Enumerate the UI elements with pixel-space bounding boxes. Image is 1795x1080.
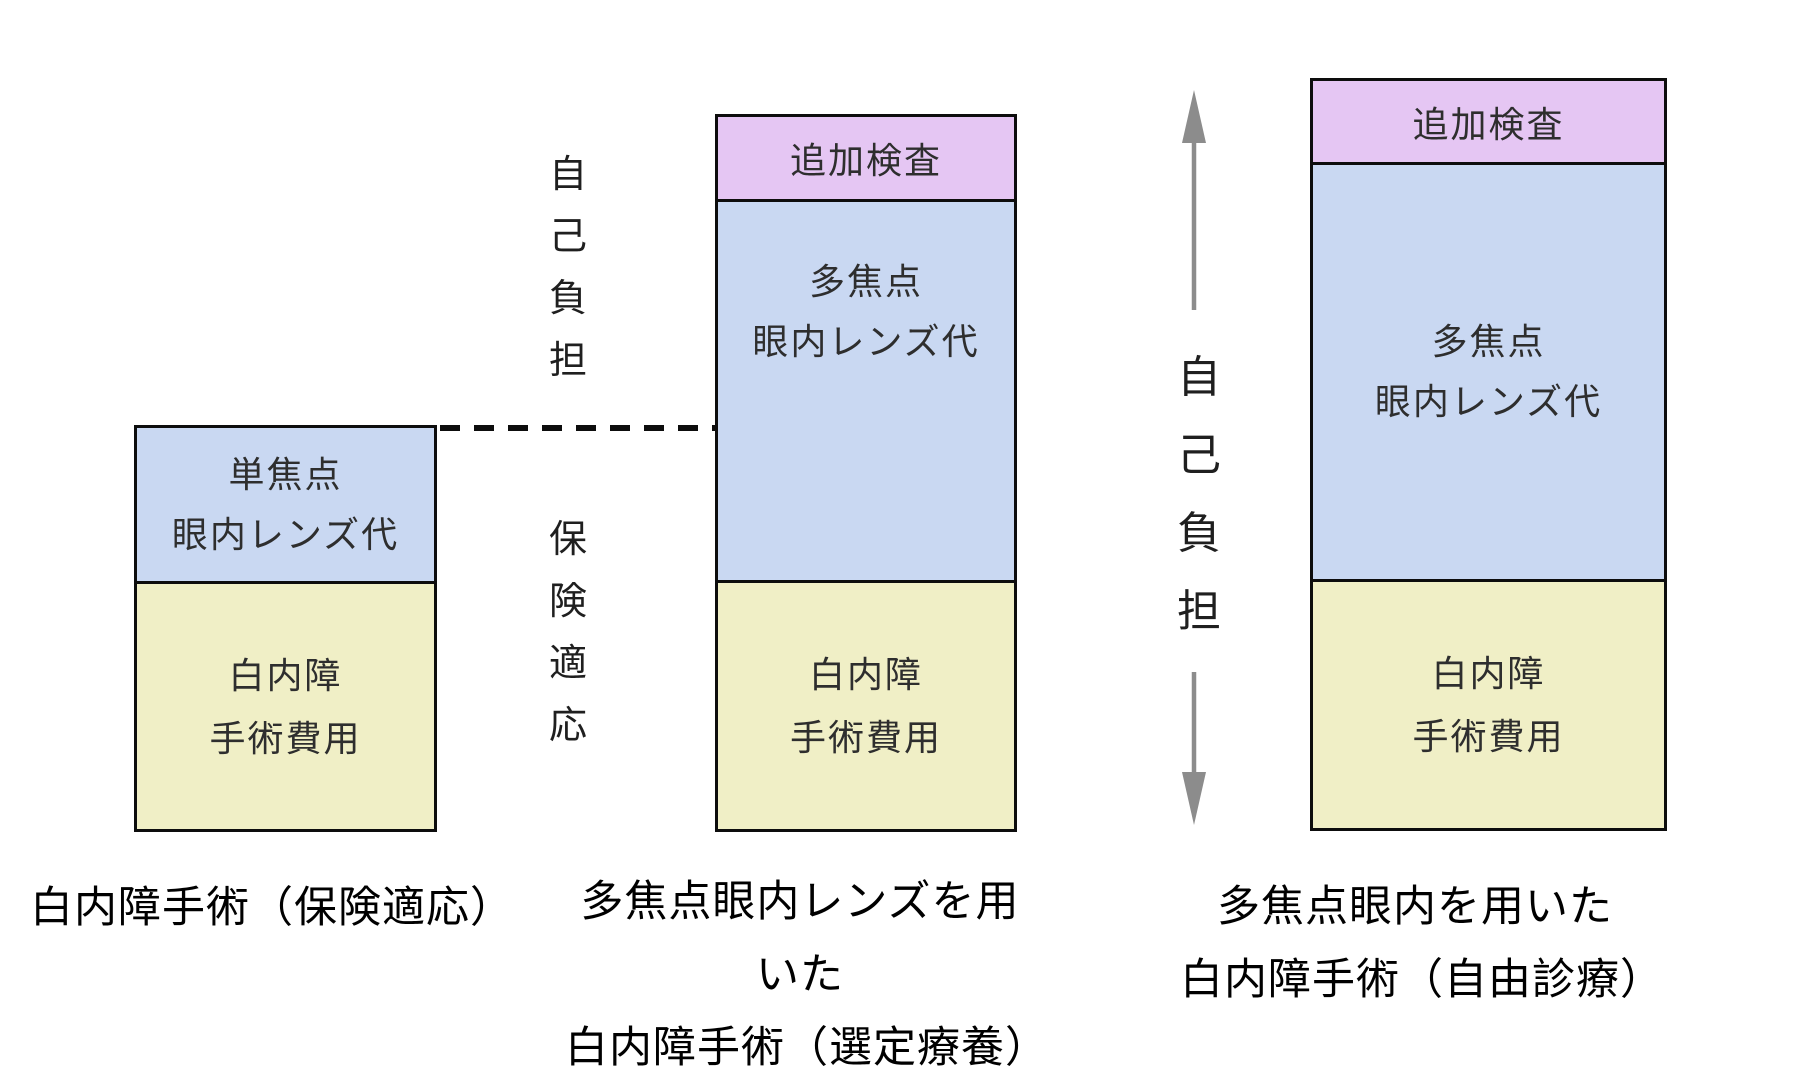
caption-line2: 白内障手術（自由診療） <box>1180 956 1664 1004</box>
segment-extra-exam: 追加検査 <box>1313 81 1664 165</box>
surgery-label-line2: 手術費用 <box>209 717 362 759</box>
segment-label: 多焦点 眼内レンズ代 <box>752 252 979 372</box>
caption-line2: 白内障手術（選定療養） <box>565 1024 1049 1072</box>
segment-label: 白内障 手術費用 <box>209 644 361 770</box>
segment-extra-exam: 追加検査 <box>718 117 1014 202</box>
segment-multifocal-lens-cost: 多焦点 眼内レンズ代 <box>1313 165 1664 582</box>
lens-label-line2: 眼内レンズ代 <box>1374 381 1603 422</box>
surgery-label-line1: 白内障 <box>808 654 923 695</box>
segment-surgery-cost: 白内障 手術費用 <box>1313 582 1664 828</box>
surgery-label-line2: 手術費用 <box>789 717 942 758</box>
double-arrow-icon <box>1182 90 1206 825</box>
segment-multifocal-lens-cost: 多焦点 眼内レンズ代 <box>718 202 1014 583</box>
caption-line1: 多焦点眼内を用いた <box>1217 883 1613 931</box>
segment-label: 白内障 手術費用 <box>790 643 942 769</box>
bar-insurance-surgery: 単焦点 眼内レンズ代 白内障 手術費用 <box>134 425 437 832</box>
surgery-label-line1: 白内障 <box>228 654 343 696</box>
self-pay-label-left: 自己負担 <box>548 154 587 382</box>
insurance-coverage-label: 保険適応 <box>548 519 587 747</box>
extra-exam-label: 追加検査 <box>789 140 942 181</box>
caption-jiyuu-surgery: 多焦点眼内を用いた 白内障手術（自由診療） <box>1180 871 1664 1017</box>
self-pay-label-right: 自己負担 <box>1177 353 1221 636</box>
bar-sentei-surgery: 追加検査 多焦点 眼内レンズ代 白内障 手術費用 <box>715 114 1017 832</box>
surgery-label-line1: 白内障 <box>1431 653 1546 694</box>
surgery-label-line2: 手術費用 <box>1412 716 1565 757</box>
extra-exam-label: 追加検査 <box>1412 103 1565 145</box>
segment-label: 単焦点 眼内レンズ代 <box>172 445 399 565</box>
dashed-divider-line <box>134 425 1017 431</box>
bar-jiyuu-surgery: 追加検査 多焦点 眼内レンズ代 白内障 手術費用 <box>1310 78 1667 831</box>
caption-insurance-surgery: 白内障手術（保険適応） <box>30 872 514 945</box>
caption-line1: 白内障手術（保険適応） <box>30 884 514 932</box>
segment-surgery-cost: 白内障 手術費用 <box>718 583 1014 829</box>
segment-surgery-cost: 白内障 手術費用 <box>137 584 434 829</box>
segment-monofocal-lens-cost: 単焦点 眼内レンズ代 <box>137 428 434 584</box>
segment-label: 多焦点 眼内レンズ代 <box>1375 312 1602 432</box>
lens-label-line1: 多焦点 <box>808 261 923 302</box>
caption-sentei-surgery: 多焦点眼内レンズを用いた 白内障手術（選定療養） <box>565 866 1049 1080</box>
lens-label-line1: 多焦点 <box>1431 321 1546 362</box>
segment-label: 白内障 手術費用 <box>1412 642 1564 768</box>
lens-label-line1: 単焦点 <box>228 453 343 495</box>
caption-line1: 多焦点眼内レンズを用いた <box>580 878 1020 999</box>
lens-label-line2: 眼内レンズ代 <box>171 513 400 555</box>
lens-label-line2: 眼内レンズ代 <box>752 321 980 362</box>
